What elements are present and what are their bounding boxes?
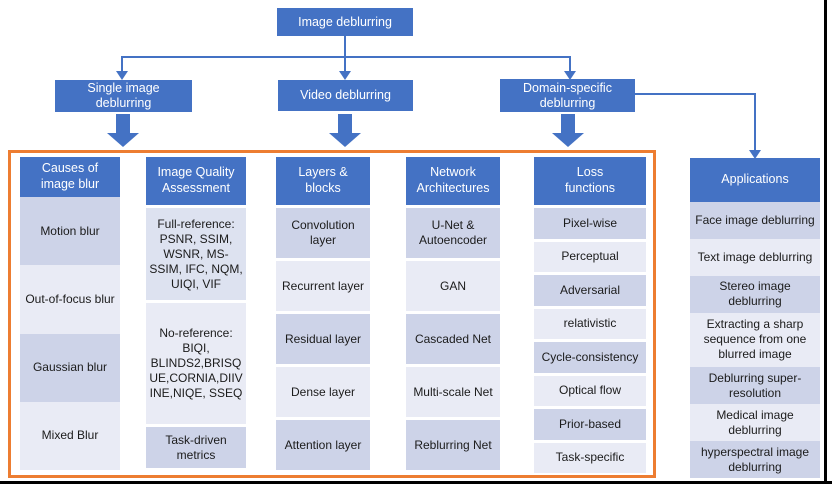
column-item: Dense layer: [276, 367, 370, 417]
column-item: Task-driven metrics: [146, 427, 246, 468]
column-item: relativistic: [534, 308, 646, 339]
column-network-architectures: Network Architectures U-Net & Autoencode…: [406, 157, 500, 470]
column-item: Face image deblurring: [690, 202, 820, 239]
column-header-applications: Applications: [690, 158, 820, 202]
page-rule-bottom: [0, 481, 832, 484]
column-item: Prior-based: [534, 409, 646, 440]
column-item: Task-specific: [534, 442, 646, 473]
connector-domain-vertical: [569, 56, 571, 71]
arrowhead-to-single: [116, 71, 128, 80]
column-item: Attention layer: [276, 420, 370, 470]
node-image-deblurring: Image deblurring: [277, 8, 413, 36]
column-item: Mixed Blur: [20, 401, 120, 470]
connector-applications-vertical: [754, 93, 756, 150]
arrowhead-to-video: [339, 71, 351, 80]
page-rule-right: [824, 0, 827, 484]
column-layers-and-blocks: Layers & blocks Convolution layer Recurr…: [276, 157, 370, 470]
column-loss-functions: Loss functions Pixel-wise Perceptual Adv…: [534, 157, 646, 473]
taxonomy-panel-frame: [8, 150, 656, 478]
column-item: Stereo image deblurring: [690, 275, 820, 313]
column-item: Recurrent layer: [276, 261, 370, 311]
column-item: Out-of-focus blur: [20, 265, 120, 334]
column-item: Gaussian blur: [20, 333, 120, 402]
block-arrow-domain: [552, 114, 584, 147]
column-header-loss: Loss functions: [534, 157, 646, 205]
column-header-layers: Layers & blocks: [276, 157, 370, 205]
column-item: Cycle-consistency: [534, 342, 646, 373]
node-single-image-deblurring: Single image deblurring: [55, 80, 192, 112]
column-item: Medical image deblurring: [690, 404, 820, 442]
arrowhead-to-domain: [564, 71, 576, 80]
column-item: Residual layer: [276, 314, 370, 364]
column-item: Pixel-wise: [534, 208, 646, 239]
column-item: hyperspectral image deblurring: [690, 441, 820, 478]
connector-applications-horizontal: [635, 93, 756, 95]
column-image-quality-assessment: Image Quality Assessment Full-reference:…: [146, 157, 246, 468]
column-items: Convolution layer Recurrent layer Residu…: [276, 208, 370, 470]
node-domain-specific-deblurring: Domain-specific deblurring: [500, 79, 635, 112]
column-item: Text image deblurring: [690, 238, 820, 276]
column-item: U-Net & Autoencoder: [406, 208, 500, 258]
column-item: Adversarial: [534, 275, 646, 306]
column-item: Multi-scale Net: [406, 367, 500, 417]
column-header-causes: Causes of image blur: [20, 157, 120, 197]
column-item: Full-reference: PSNR, SSIM, WSNR, MS-SSI…: [146, 208, 246, 300]
column-item: Cascaded Net: [406, 314, 500, 364]
column-header-network: Network Architectures: [406, 157, 500, 205]
column-items: U-Net & Autoencoder GAN Cascaded Net Mul…: [406, 208, 500, 470]
column-item: Extracting a sharp sequence from one blu…: [690, 312, 820, 368]
column-items: Face image deblurring Text image deblurr…: [690, 202, 820, 478]
arrowhead-to-applications: [749, 150, 761, 159]
connector-root-vertical: [344, 36, 346, 71]
connector-branch-horizontal: [121, 56, 571, 58]
block-arrow-single: [107, 114, 139, 147]
column-header-iqa: Image Quality Assessment: [146, 157, 246, 205]
column-item: Optical flow: [534, 375, 646, 406]
column-item: GAN: [406, 261, 500, 311]
node-video-deblurring: Video deblurring: [278, 80, 413, 111]
column-items: Full-reference: PSNR, SSIM, WSNR, MS-SSI…: [146, 208, 246, 468]
column-items: Motion blur Out-of-focus blur Gaussian b…: [20, 197, 120, 470]
column-causes-of-image-blur: Causes of image blur Motion blur Out-of-…: [20, 157, 120, 470]
column-items: Pixel-wise Perceptual Adversarial relati…: [534, 208, 646, 473]
column-applications: Applications Face image deblurring Text …: [690, 158, 820, 478]
column-item: Motion blur: [20, 197, 120, 266]
column-item: Deblurring super-resolution: [690, 367, 820, 405]
connector-single-vertical: [121, 56, 123, 71]
column-item: No-reference: BIQI, BLINDS2,BRISQUE,CORN…: [146, 303, 246, 425]
column-item: Perceptual: [534, 241, 646, 272]
column-item: Convolution layer: [276, 208, 370, 258]
block-arrow-video: [329, 114, 361, 147]
column-item: Reblurring Net: [406, 420, 500, 470]
